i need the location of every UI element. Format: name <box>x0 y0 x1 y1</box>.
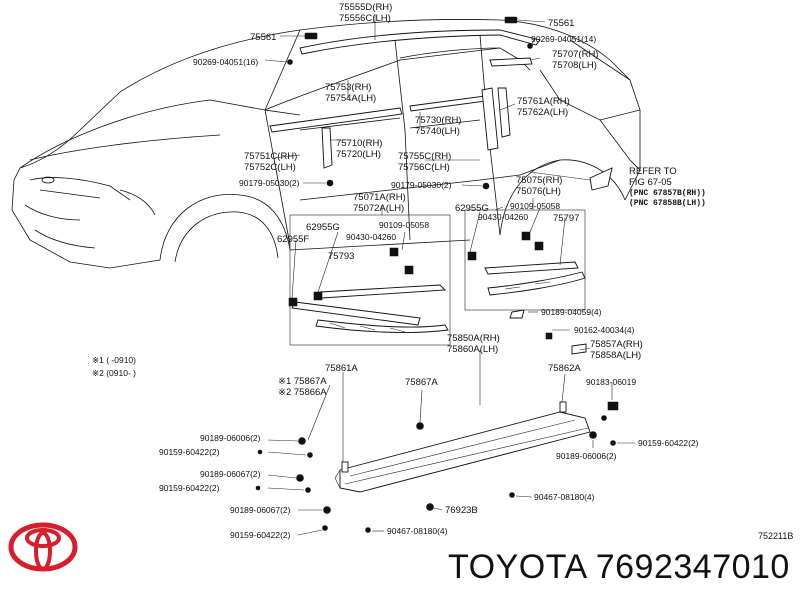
label-75754A: 75754A(LH) <box>325 93 376 104</box>
leader-lines <box>264 14 635 536</box>
label-90189-04059: 90189-04059(4) <box>541 307 602 317</box>
label-75793: 75793 <box>328 251 354 262</box>
label-90159-right: 90159-60422(2) <box>638 438 699 448</box>
refer-line2: FIG 67-05 <box>629 177 672 188</box>
label-90467-bottom: 90467-08180(4) <box>387 526 448 536</box>
label-75707: 75707(RH) <box>552 49 598 60</box>
label-75797: 75797 <box>553 213 579 224</box>
label-75730: 75730(RH) <box>415 115 461 126</box>
toyota-logo <box>8 522 78 572</box>
label-90467-mid: 90467-08180(4) <box>534 492 595 502</box>
label-90189-06067-b: 90189-06067(2) <box>230 505 291 515</box>
label-90189-06006-right: 90189-06006(2) <box>556 451 617 461</box>
label-75561-left: 75561 <box>250 32 276 43</box>
fasteners <box>255 415 616 533</box>
label-90183: 90183-06019 <box>586 377 636 387</box>
label-75857A: 75857A(RH) <box>590 339 643 350</box>
label-75555D: 75555D(RH) <box>339 2 392 13</box>
label-90269-right: 90269-04051(14) <box>531 34 596 44</box>
label-90189-06067-a: 90189-06067(2) <box>200 469 261 479</box>
label-75867A-note: ※1 75867A <box>278 376 327 387</box>
label-75862A: 75862A <box>548 363 581 374</box>
label-76923B: 76923B <box>445 505 478 516</box>
label-90269-left: 90269-04051(16) <box>193 57 258 67</box>
brand-name: TOYOTA <box>448 548 586 586</box>
label-90159-a: 90159-60422(2) <box>159 447 220 457</box>
label-75708: 75708(LH) <box>552 60 597 71</box>
label-75755C: 75755C(RH) <box>398 151 451 162</box>
label-75860A: 75860A(LH) <box>447 344 498 355</box>
label-90179-right: 90179-05030(2) <box>391 180 452 190</box>
label-62955G-right: 62955G <box>455 203 489 214</box>
label-62955G-left: 62955G <box>306 222 340 233</box>
note-1: ※1 ( -0910) <box>92 355 136 365</box>
label-75720: 75720(LH) <box>336 149 381 160</box>
label-75756C: 75756C(LH) <box>398 162 450 173</box>
label-75071A: 75071A(RH) <box>353 192 406 203</box>
label-75072A: 75072A(LH) <box>353 203 404 214</box>
label-75076: 75076(LH) <box>516 186 561 197</box>
label-75740: 75740(LH) <box>415 126 460 137</box>
label-75556C: 75556C(LH) <box>339 13 391 24</box>
trim-parts <box>255 16 619 533</box>
diagram-id: 752211B <box>758 531 794 541</box>
part-number-caption: TOYOTA 7692347010 <box>448 548 790 587</box>
label-75752C: 75752C(LH) <box>244 162 296 173</box>
refer-line1: REFER TO <box>629 166 677 177</box>
label-90430-right: 90430-04260 <box>478 212 528 222</box>
label-75861A: 75861A <box>325 363 358 374</box>
label-75867A-mid: 75867A <box>405 377 438 388</box>
label-75075: 75075(RH) <box>516 175 562 186</box>
refer-pnc2: (PNC 67858B(LH)) <box>629 199 706 208</box>
label-75751C: 75751C(RH) <box>244 151 297 162</box>
label-90189-06006-left: 90189-06006(2) <box>200 433 261 443</box>
refer-pnc1: (PNC 67857B(RH)) <box>629 189 706 198</box>
label-75850A: 75850A(RH) <box>447 333 500 344</box>
label-75762A: 75762A(LH) <box>517 107 568 118</box>
label-75866A-note: ※2 75866A <box>278 387 327 398</box>
label-90159-c: 90159-60422(2) <box>230 530 291 540</box>
label-90109-left: 90109-05058 <box>379 220 429 230</box>
label-75753: 75753(RH) <box>325 82 371 93</box>
label-90430-left: 90430-04260 <box>346 232 396 242</box>
label-90179-left: 90179-05030(2) <box>239 178 300 188</box>
note-2: ※2 (0910- ) <box>92 368 136 378</box>
part-labels: 75555D(RH) 75556C(LH) 75561 75561 90269-… <box>92 2 706 540</box>
label-62955F: 62955F <box>277 234 309 245</box>
label-90162: 90162-40034(4) <box>574 325 635 335</box>
part-number: 7692347010 <box>595 548 790 586</box>
label-75858A: 75858A(LH) <box>590 350 641 361</box>
label-90109-right: 90109-05058 <box>510 201 560 211</box>
label-75710: 75710(RH) <box>336 138 382 149</box>
label-75561-right: 75561 <box>548 18 574 29</box>
label-75761A: 75761A(RH) <box>517 96 570 107</box>
label-90159-b: 90159-60422(2) <box>159 483 220 493</box>
